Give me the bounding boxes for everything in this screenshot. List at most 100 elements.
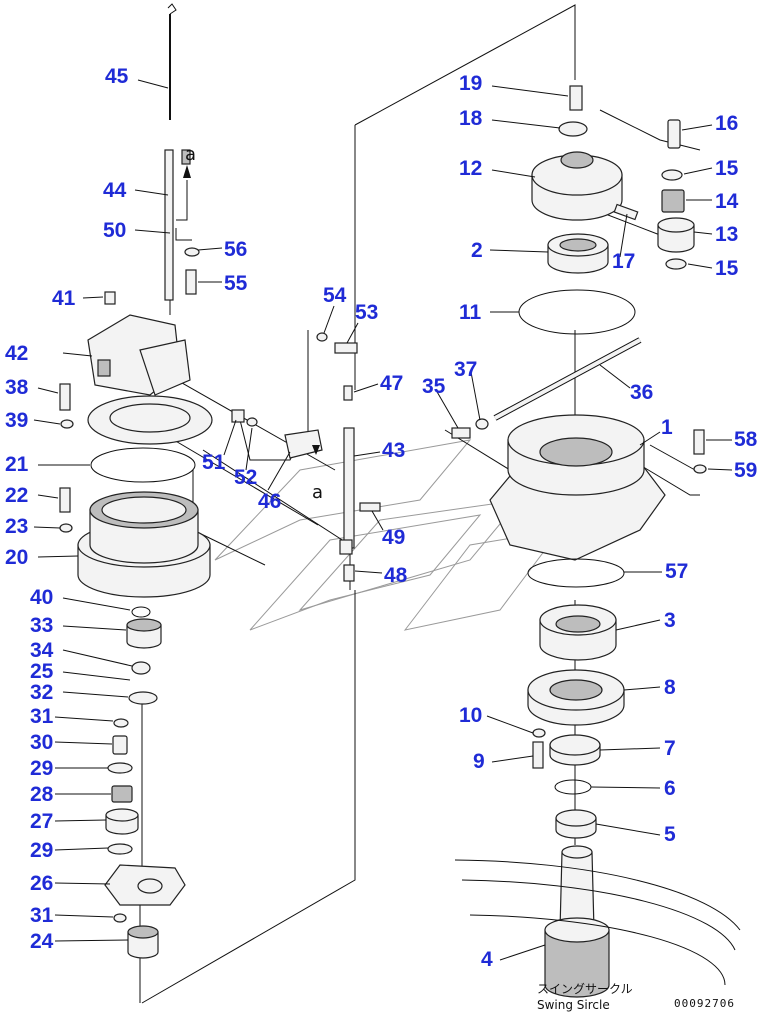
callout-37: 37	[454, 358, 477, 381]
callout-52: 52	[234, 466, 257, 489]
plate-32	[128, 691, 158, 705]
callout-12: 12	[459, 157, 482, 180]
callout-31: 31	[30, 705, 54, 728]
planet-gear-13	[657, 224, 695, 253]
callout-24: 24	[30, 930, 54, 953]
pin-top	[181, 149, 191, 165]
washer-23	[59, 523, 73, 533]
callout-29: 29	[30, 757, 53, 780]
callout-57: 57	[665, 560, 688, 583]
callout-6: 6	[664, 777, 676, 800]
callout-9: 9	[473, 750, 485, 773]
needle-bearing-14	[661, 189, 685, 213]
bolt-22	[59, 487, 71, 513]
callout-49: 49	[382, 526, 405, 549]
callout-16: 16	[715, 112, 738, 135]
center-assembly	[231, 332, 489, 582]
fitting-47	[343, 385, 353, 401]
washer-52	[246, 417, 258, 427]
callout-15: 15	[715, 157, 739, 180]
callout-5: 5	[664, 823, 676, 846]
callout-43: 43	[382, 439, 405, 462]
leader-lines	[33, 79, 733, 961]
callout-15b: 15	[715, 257, 739, 280]
fitting-35	[451, 427, 471, 439]
bolt-19	[569, 85, 583, 111]
callout-48: 48	[384, 564, 408, 587]
callout-33: 33	[30, 614, 53, 637]
washer-56	[184, 247, 200, 257]
callout-38: 38	[5, 376, 29, 399]
o-ring-21	[90, 447, 196, 483]
swing-circle-caption-jp: スイングサークル	[537, 982, 633, 996]
callout-51: 51	[202, 451, 226, 474]
washer-15b	[665, 258, 687, 270]
callout-56: 56	[224, 238, 247, 261]
callout-20: 20	[5, 546, 28, 569]
callout-3: 3	[664, 609, 676, 632]
needle-bearing-28	[111, 785, 133, 803]
callout-35: 35	[422, 375, 446, 398]
drawing-code: 00092706	[674, 997, 735, 1010]
callout-31b: 31	[30, 904, 54, 927]
callout-26: 26	[30, 872, 53, 895]
bolt-58	[693, 429, 705, 455]
plate-18	[558, 121, 588, 137]
callout-labels: 45 44 50 56 55 41 42 38 39 21 22 23 20 4…	[5, 65, 758, 971]
callout-11: 11	[459, 301, 482, 324]
callout-23: 23	[5, 515, 28, 538]
right-assembly	[454, 85, 741, 998]
washer-15	[661, 169, 683, 181]
callout-41: 41	[52, 287, 76, 310]
pin-30	[112, 735, 128, 755]
callout-1: 1	[661, 416, 673, 439]
callout-18: 18	[459, 107, 483, 130]
bolt-53	[334, 342, 358, 354]
ring-6	[554, 779, 592, 795]
o-ring-57	[527, 558, 625, 588]
callout-14: 14	[715, 190, 739, 213]
washer-29	[107, 762, 133, 774]
bolt-38	[59, 383, 71, 411]
callout-22: 22	[5, 484, 28, 507]
callout-50: 50	[103, 219, 126, 242]
callout-39: 39	[5, 409, 28, 432]
left-assembly	[59, 3, 213, 959]
connection-mark-a-bottom: a	[312, 482, 323, 503]
washer-59	[693, 464, 707, 474]
callout-36: 36	[630, 381, 653, 404]
valve-46	[284, 429, 323, 459]
callout-2: 2	[471, 239, 483, 262]
plug-37	[475, 418, 489, 430]
callout-59: 59	[734, 459, 757, 482]
snap-ring-31	[113, 718, 129, 728]
callout-44: 44	[103, 179, 127, 202]
pin-16	[667, 119, 681, 149]
callout-30: 30	[30, 731, 53, 754]
washer-10	[532, 728, 546, 738]
washer-39	[60, 419, 74, 429]
pin-17	[613, 203, 639, 221]
callout-40: 40	[30, 586, 53, 609]
callout-8: 8	[664, 676, 676, 699]
washer-54	[316, 332, 328, 342]
callout-17: 17	[612, 250, 635, 273]
plug-41	[104, 291, 116, 305]
pipe-43	[343, 427, 355, 549]
callout-28: 28	[30, 783, 54, 806]
callout-25: 25	[30, 660, 54, 683]
o-ring-11	[518, 289, 636, 335]
bolt-55	[185, 269, 197, 295]
washer-29b	[107, 843, 133, 855]
fitting-49	[359, 502, 381, 512]
callout-32: 32	[30, 681, 53, 704]
ring-40	[131, 606, 151, 618]
callout-53: 53	[355, 301, 378, 324]
callout-54: 54	[323, 284, 347, 307]
connection-mark-a-top: a	[185, 144, 196, 165]
bolt-9	[532, 741, 544, 769]
callout-7: 7	[664, 737, 676, 760]
fitting-48	[343, 564, 355, 582]
assembly-guide-lines	[139, 4, 701, 1004]
disc-34	[131, 661, 151, 675]
